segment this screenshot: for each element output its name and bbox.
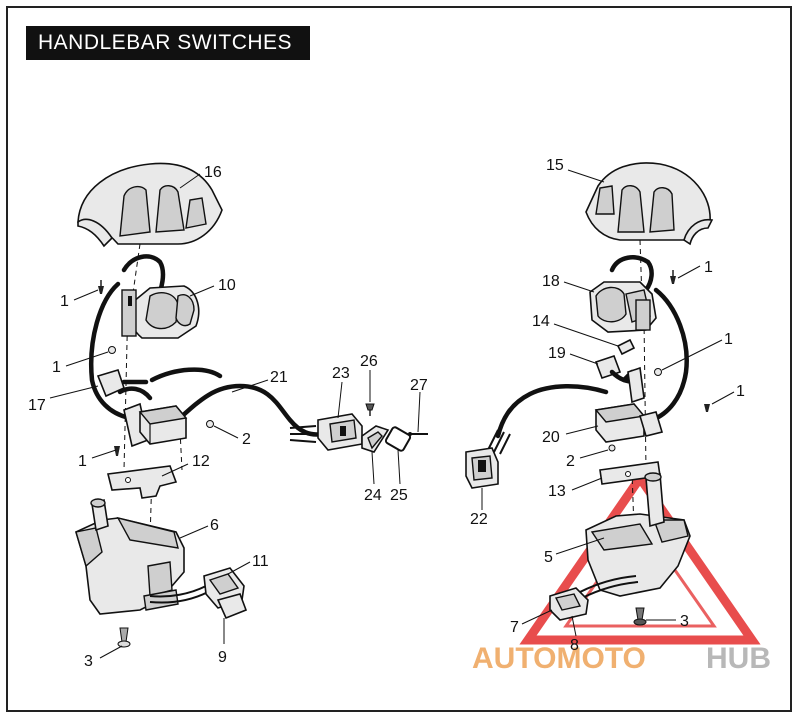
part-23-harness-connector <box>289 413 363 451</box>
callout-12: 12 <box>192 453 210 470</box>
part-7-8-right-connector <box>549 575 639 621</box>
alignment-line <box>179 429 183 471</box>
callout-17: 17 <box>28 397 46 414</box>
right-housing-bracket <box>627 366 645 404</box>
part-26-screw <box>365 403 375 416</box>
callout-24: 24 <box>364 487 382 504</box>
part-14-clip <box>616 338 636 356</box>
callout-3: 3 <box>84 653 93 670</box>
callout-11: 11 <box>252 553 269 570</box>
callout-16: 16 <box>204 164 222 181</box>
part-5-lower-switch-housing-right <box>585 472 691 597</box>
callout-9: 9 <box>218 649 227 666</box>
watermark-triangle <box>519 470 761 645</box>
callout-6: 6 <box>210 517 219 534</box>
alignment-line <box>643 319 647 471</box>
part-16-upper-switch-housing-left <box>77 162 223 248</box>
callout-8: 8 <box>570 637 579 654</box>
callout-22: 22 <box>470 511 488 528</box>
callout-1: 1 <box>724 331 733 348</box>
alignment-line <box>639 239 643 301</box>
callout-5: 5 <box>544 549 553 566</box>
part-11-switch-connector <box>149 567 248 620</box>
callout-25: 25 <box>390 487 408 504</box>
watermark-text-automoto: AUTOMOTO <box>472 642 646 675</box>
part-21-control-module <box>138 405 188 445</box>
callout-19: 19 <box>548 345 566 362</box>
callout-21: 21 <box>270 369 288 386</box>
part-1-screw-right-lower <box>704 404 710 412</box>
callout-1: 1 <box>60 293 69 310</box>
watermark-text-hub: HUB <box>706 642 771 675</box>
part-25-connector-retainer <box>384 426 412 452</box>
callout-2: 2 <box>566 453 575 470</box>
part-18-right-switch-module <box>589 281 657 333</box>
callout-1: 1 <box>78 453 87 470</box>
callout-3: 3 <box>680 613 689 630</box>
part-20-control-module <box>594 403 664 443</box>
callout-15: 15 <box>546 157 564 174</box>
diagram-title: HANDLEBAR SWITCHES <box>26 26 310 60</box>
callout-2: 2 <box>242 431 251 448</box>
callout-1: 1 <box>52 359 61 376</box>
callout-20: 20 <box>542 429 560 446</box>
part-1-screw-left-mid <box>108 346 116 354</box>
part-15-upper-switch-housing-right <box>585 162 714 246</box>
right-wiring-loop <box>495 255 689 439</box>
callout-13: 13 <box>548 483 566 500</box>
part-12-left-plate <box>107 465 178 499</box>
part-2-screw-right <box>608 444 616 452</box>
part-6-lower-switch-housing-left <box>75 498 185 615</box>
part-1-screw-right-mid <box>654 368 662 376</box>
part-1-screw-left-upper <box>98 280 104 294</box>
part-24-connector-seal <box>361 425 390 453</box>
callout-18: 18 <box>542 273 560 290</box>
callout-1: 1 <box>704 259 713 276</box>
callout-10: 10 <box>218 277 236 294</box>
callout-27: 27 <box>410 377 428 394</box>
callout-14: 14 <box>532 313 550 330</box>
part-17-connector <box>96 369 149 398</box>
part-27-pin <box>408 432 428 436</box>
part-1-screw-right-upper <box>670 270 676 284</box>
part-2-screw-left <box>206 420 214 428</box>
part-10-left-switch-module <box>121 285 200 339</box>
callout-26: 26 <box>360 353 378 370</box>
part-3-screw-left <box>117 627 131 648</box>
part-22-harness-connector <box>465 429 511 489</box>
part-21-left-harness <box>149 367 325 437</box>
callout-7: 7 <box>510 619 519 636</box>
callout-23: 23 <box>332 365 350 382</box>
part-3-screw-right <box>633 607 647 626</box>
leader-lines <box>49 169 735 659</box>
part-1-screw-left-lower <box>114 446 120 456</box>
callout-1: 1 <box>736 383 745 400</box>
callout-labels: 16 10 1 1 17 21 23 26 27 2 1 12 24 25 6 … <box>28 157 745 670</box>
